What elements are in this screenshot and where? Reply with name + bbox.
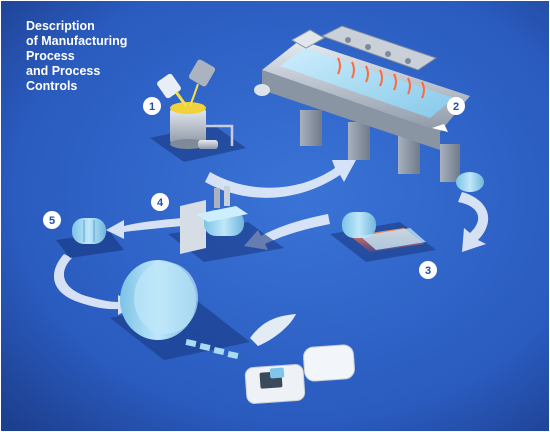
strip-piece	[227, 351, 239, 359]
step-1-mixing-vessel	[150, 59, 246, 162]
vessel-base	[170, 139, 206, 149]
step-5-wound-roll	[56, 218, 124, 258]
film-roll	[72, 218, 106, 244]
step-badge: 3	[419, 261, 437, 279]
cut-strip	[185, 339, 239, 359]
final-product-stage	[110, 260, 355, 404]
heater-coil	[393, 73, 397, 91]
film-sheet	[360, 228, 426, 250]
outlet-pipe	[206, 124, 234, 146]
patch-pack	[303, 344, 355, 382]
title-line: and Process	[26, 64, 100, 78]
line-legs	[300, 110, 460, 182]
step-badge: 2	[447, 97, 465, 115]
film-sheet	[196, 206, 248, 222]
step-number: 1	[149, 101, 155, 113]
flow-arrow-1-to-2	[205, 160, 356, 198]
input-roll	[254, 84, 270, 96]
pour-stream	[189, 83, 199, 107]
step-number: 5	[49, 215, 55, 227]
nozzle	[365, 44, 371, 50]
pump	[198, 140, 218, 149]
vessel-liquid	[170, 102, 206, 114]
strip-piece	[213, 347, 225, 355]
step-number: 2	[453, 101, 459, 113]
heater-coil	[337, 57, 341, 75]
line-leg	[300, 110, 322, 146]
large-roll-face	[134, 262, 198, 334]
direction-arrow	[432, 124, 448, 132]
flow-arrow-2-to-3	[458, 192, 489, 252]
heater-coil	[421, 81, 425, 99]
blade	[214, 188, 220, 208]
nozzle	[345, 37, 351, 43]
title-line: of Manufacturing	[26, 34, 127, 48]
diagram-title: Description of Manufacturing Process and…	[26, 19, 127, 93]
line-leg	[348, 122, 370, 160]
vessel-body	[170, 108, 206, 144]
title-line: Process	[26, 49, 75, 63]
step-3-heated-roll	[330, 212, 436, 262]
line-leg	[440, 144, 460, 182]
patch-pad	[269, 367, 285, 379]
release-liner	[250, 314, 296, 346]
strip-piece	[185, 339, 197, 347]
heater-coil	[379, 69, 383, 87]
heater-elements	[337, 57, 425, 99]
coating-head	[290, 29, 326, 49]
step-badge: 5	[43, 211, 61, 229]
heater-coil	[407, 77, 411, 95]
pour-stream	[174, 91, 188, 107]
nozzle	[385, 51, 391, 57]
step-2-coating-line	[254, 25, 484, 192]
nozzles	[345, 37, 411, 64]
step-number: 4	[157, 197, 164, 209]
heater-coil	[365, 65, 369, 83]
step-badge: 4	[151, 193, 169, 211]
nozzle	[405, 58, 411, 64]
step-number: 3	[425, 265, 431, 277]
title-line: Description	[26, 19, 95, 33]
pour-container-left	[157, 73, 181, 99]
output-roll	[456, 172, 484, 192]
line-leg	[398, 134, 420, 174]
title-line: Controls	[26, 79, 77, 93]
line-housing-front	[262, 70, 440, 150]
blade	[224, 186, 230, 206]
strip-piece	[199, 343, 211, 351]
flow-arrow-4-to-5	[106, 218, 182, 239]
heater-coil	[351, 61, 355, 79]
station-panel	[180, 200, 206, 254]
coated-film	[280, 48, 454, 118]
film-roll	[342, 212, 376, 238]
pour-container-right	[188, 59, 216, 87]
flow-arrow-5-to-final	[53, 254, 136, 315]
roll-shadow	[56, 232, 124, 258]
step-badge: 1	[143, 97, 161, 115]
step-4-cutting-station	[168, 186, 284, 262]
